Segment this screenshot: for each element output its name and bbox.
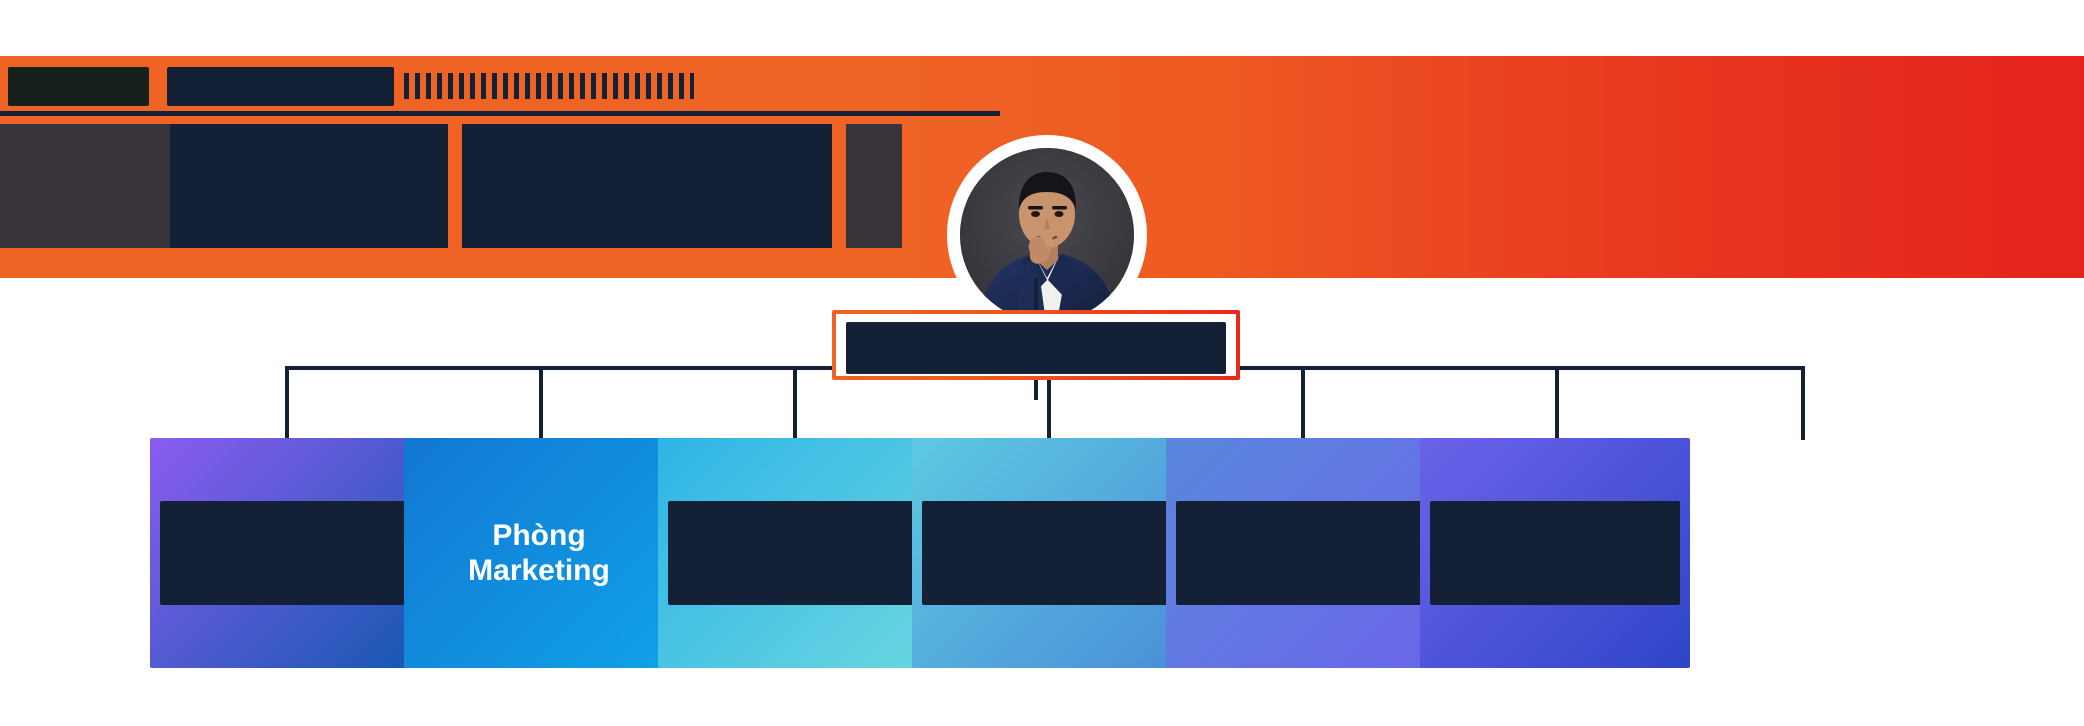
connector-drop-1 bbox=[285, 366, 289, 440]
header-divider-dark bbox=[0, 111, 1000, 116]
department-box-5[interactable] bbox=[1166, 438, 1436, 668]
connector-drop-3 bbox=[793, 366, 797, 440]
connector-drop-5 bbox=[1301, 366, 1305, 440]
header-title-line-2 bbox=[0, 124, 902, 248]
department-label bbox=[1430, 501, 1680, 605]
department-label bbox=[160, 501, 410, 605]
header-title-segment bbox=[404, 73, 695, 99]
header-title-segment bbox=[8, 66, 150, 106]
department-box-1[interactable] bbox=[150, 438, 420, 668]
department-label: Phòng Marketing bbox=[468, 518, 610, 587]
department-row: Phòng Marketing bbox=[0, 438, 2084, 668]
connector-drop-4 bbox=[1047, 366, 1051, 440]
department-box-6[interactable] bbox=[1420, 438, 1690, 668]
header-subtitle-segment bbox=[170, 124, 448, 248]
avatar-photo bbox=[960, 148, 1134, 322]
header-title-line-1 bbox=[8, 60, 695, 112]
center-node-label bbox=[846, 322, 1226, 374]
header-subtitle-segment bbox=[846, 124, 902, 248]
leader-avatar bbox=[952, 140, 1142, 330]
department-box-4[interactable] bbox=[912, 438, 1182, 668]
connector-banner-to-center bbox=[1034, 278, 1038, 310]
connector-center-down bbox=[1034, 380, 1038, 400]
header-subtitle-segment bbox=[0, 124, 170, 248]
connector-drop-6 bbox=[1555, 366, 1559, 440]
header-banner bbox=[0, 56, 2084, 330]
header-subtitle-segment bbox=[462, 124, 832, 248]
department-box-3[interactable] bbox=[658, 438, 928, 668]
connector-drop-2 bbox=[539, 366, 543, 440]
department-label bbox=[668, 501, 918, 605]
connector-drop-7 bbox=[1801, 366, 1805, 440]
header-divider-orange bbox=[0, 116, 1000, 120]
department-label bbox=[922, 501, 1172, 605]
header-title-segment bbox=[167, 66, 395, 106]
center-node[interactable] bbox=[832, 310, 1240, 380]
department-label bbox=[1176, 501, 1426, 605]
header-title-block bbox=[0, 56, 1240, 278]
department-box-2[interactable]: Phòng Marketing bbox=[404, 438, 674, 668]
